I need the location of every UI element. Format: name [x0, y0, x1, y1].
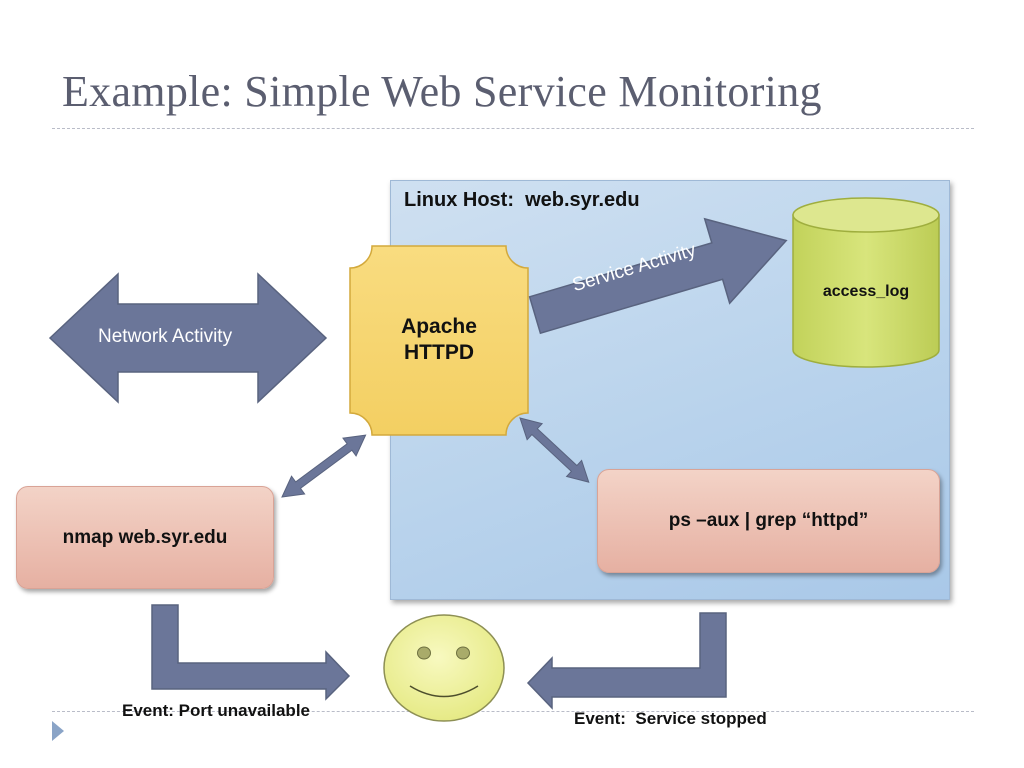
service-activity-arrow — [528, 217, 788, 335]
service-event-arrow — [526, 612, 727, 710]
nmap-apache-connector — [281, 434, 367, 498]
network-activity-label: Network Activity — [98, 326, 233, 347]
ps-apache-connector — [519, 417, 590, 483]
title-divider — [52, 128, 974, 129]
apache-label-line1: Apache — [401, 315, 477, 338]
service-stopped-event: Event: Service stopped — [574, 709, 767, 728]
access-log-database-icon — [792, 197, 940, 368]
port-unavailable-event: Event: Port unavailable — [122, 701, 310, 720]
linux-host-label: Linux Host: web.syr.edu — [404, 189, 640, 211]
ps-command-label: ps –aux | grep “httpd” — [668, 510, 869, 531]
apache-label-line2: HTTPD — [404, 341, 474, 364]
apache-httpd-shape — [349, 245, 529, 436]
port-event-arrow — [151, 604, 351, 701]
apache-httpd-label: Apache HTTPD — [350, 314, 528, 366]
smiley-face-icon — [383, 614, 505, 722]
network-activity-arrow — [48, 272, 328, 404]
access-log-label: access_log — [822, 283, 910, 300]
slide-title: Example: Simple Web Service Monitoring — [62, 67, 822, 116]
nmap-command-box: nmap web.syr.edu — [16, 486, 274, 589]
ps-command-box: ps –aux | grep “httpd” — [597, 469, 940, 573]
footer-divider — [52, 711, 974, 712]
nmap-command-label: nmap web.syr.edu — [62, 526, 228, 548]
triangle-bullet-icon — [52, 721, 64, 741]
